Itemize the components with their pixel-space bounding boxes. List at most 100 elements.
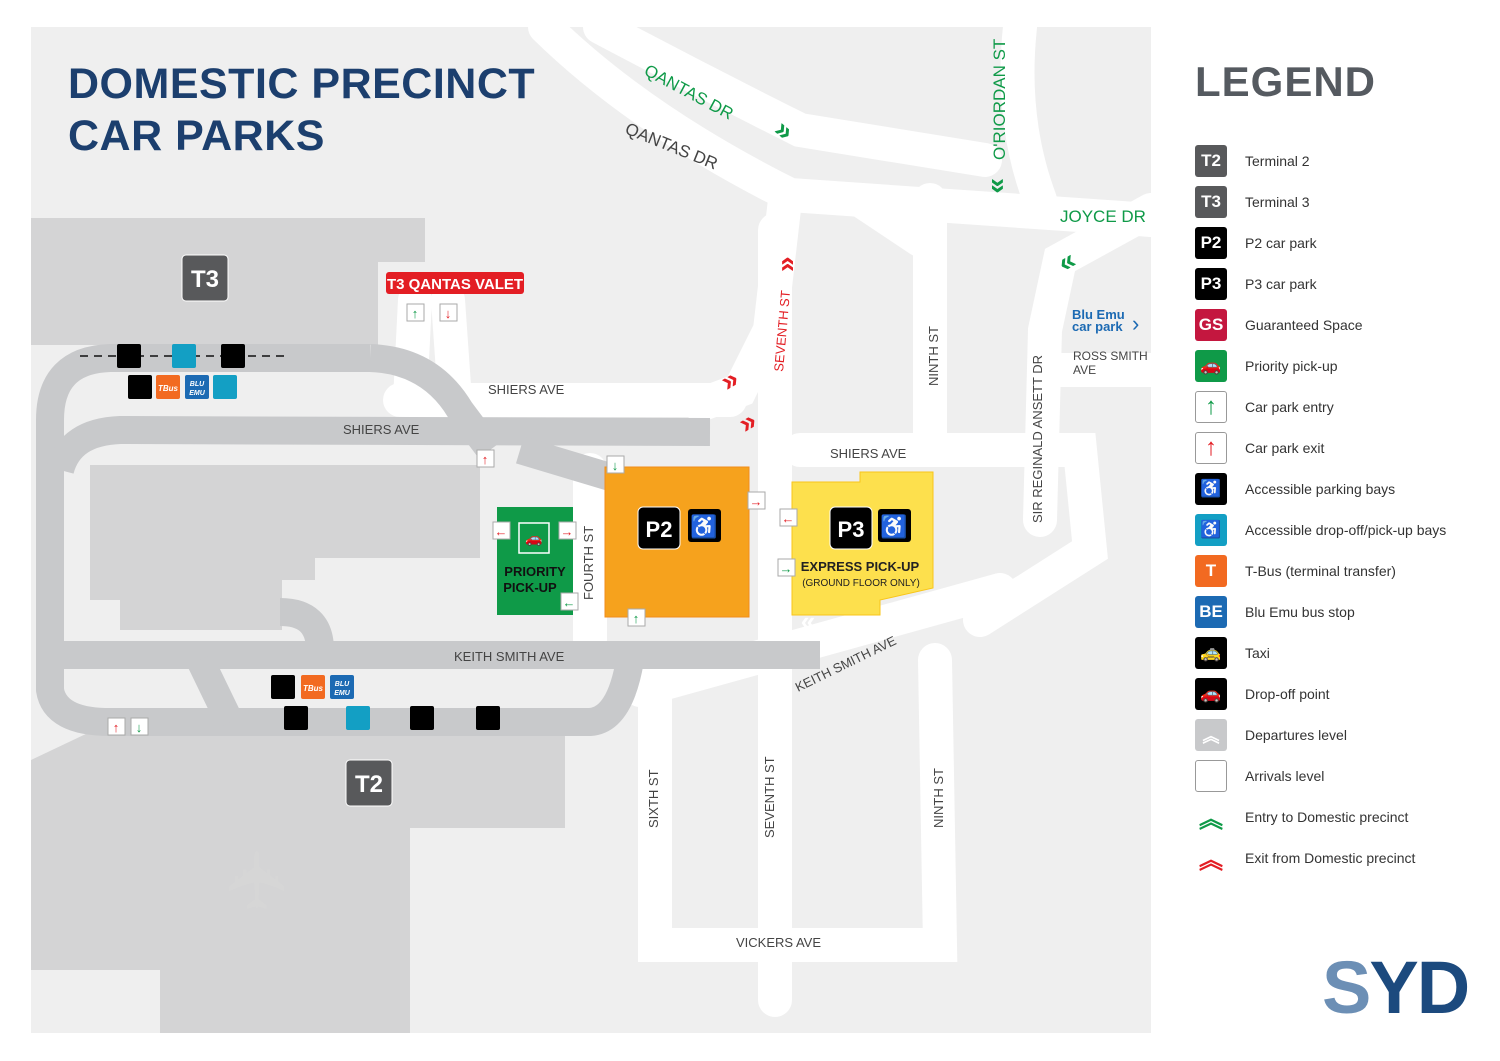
street-label: SIXTH ST (646, 769, 661, 828)
legend-item: ︽Entry to Domestic precinct (1195, 796, 1495, 837)
drop-off-icon: 🚗 (1195, 677, 1227, 710)
svg-text:↑: ↑ (412, 306, 419, 321)
legend-item: BE Blu Emu bus stop (1195, 591, 1495, 632)
t2-building (31, 732, 565, 1033)
svg-text:→: → (750, 494, 763, 509)
street-label: SHIERS AVE (488, 382, 565, 397)
t2-icon: T2 (1195, 144, 1227, 177)
drop-off-icon (476, 706, 500, 730)
chevron-right-icon: › (1132, 311, 1139, 336)
blu-emu-link-line1: Blu Emu (1072, 307, 1125, 322)
street-label: O'RIORDAN ST (990, 39, 1009, 160)
blu-emu-icon-text: BLU (190, 381, 205, 388)
wheelchair-glyph: ♿ (880, 514, 907, 539)
entry-chevron-icon: ︽ (1195, 800, 1227, 833)
car-person-glyph: 🚗 (525, 530, 542, 547)
p3-icon: P3 (1195, 267, 1227, 300)
drop-off-icon (117, 344, 141, 368)
legend-item: 🚗Drop-off point (1195, 673, 1495, 714)
accessible-dropoff-icon: ♿ (1195, 513, 1227, 546)
valet-badge[interactable] (386, 272, 524, 294)
blu-emu-car-park-link[interactable]: Blu Emu car park › (1072, 307, 1139, 336)
p3-label: P3 (838, 517, 865, 542)
accessible-dropoff-icon (346, 706, 370, 730)
tbus-icon (301, 675, 325, 699)
priority-pickup-icon: 🚗 (1195, 349, 1227, 382)
blu-emu-icon-text: EMU (334, 690, 351, 697)
exit-chevron-icon: » (770, 256, 801, 272)
gs-icon: GS (1195, 308, 1227, 341)
legend-label: P2 car park (1245, 234, 1317, 251)
legend-item: ♿Accessible parking bays (1195, 468, 1495, 509)
express-label-1: EXPRESS PICK-UP (801, 559, 920, 574)
wheelchair-glyph: ♿ (690, 514, 717, 539)
legend-label: Car park entry (1245, 398, 1334, 415)
street-label: JOYCE DR (1060, 207, 1146, 226)
blu-emu-icon-text: EMU (189, 390, 206, 397)
arrivals-icon (1195, 759, 1227, 792)
svg-text:↓: ↓ (136, 720, 143, 735)
legend-item: ︽Departures level (1195, 714, 1495, 755)
legend-item: 🚗Priority pick-up (1195, 345, 1495, 386)
title-line-1: DOMESTIC PRECINCT (68, 60, 536, 108)
accessible-dropoff-icon (213, 375, 237, 399)
tbus-icon-text: TBus (158, 384, 179, 393)
legend-label: Taxi (1245, 644, 1270, 661)
blu-emu-icon: BE (1195, 595, 1227, 628)
legend-item: ↑ Car park entry (1195, 386, 1495, 427)
street-label: AVE (1073, 363, 1096, 377)
logo-yd: YD (1369, 946, 1470, 1029)
t2-label: T2 (355, 771, 383, 798)
taxi-icon: 🚕 (1195, 636, 1227, 669)
exit-chevron-icon: ︽ (1195, 841, 1227, 874)
street-label: SEVENTH ST (762, 756, 777, 838)
t3-icon: T3 (1195, 185, 1227, 218)
street-label: NINTH ST (931, 768, 946, 828)
t3-label: T3 (191, 266, 219, 293)
p2-label: P2 (646, 517, 673, 542)
street-label: KEITH SMITH AVE (454, 649, 565, 664)
legend-label: Blu Emu bus stop (1245, 603, 1355, 620)
svg-text:↑: ↑ (482, 452, 489, 467)
street-label: FOURTH ST (581, 526, 596, 600)
taxi-icon (128, 375, 152, 399)
blu-emu-link-line2: car park (1072, 319, 1123, 334)
exit-arrow-icon: ↑ (1195, 431, 1227, 464)
page-title: DOMESTIC PRECINCT CAR PARKS (68, 58, 535, 162)
legend-label: T-Bus (terminal transfer) (1245, 562, 1396, 579)
drop-off-icon (410, 706, 434, 730)
blu-emu-icon (330, 675, 354, 699)
priority-label-1: PRIORITY (504, 564, 566, 579)
svg-text:←: ← (782, 511, 795, 526)
legend-label: Accessible drop-off/pick-up bays (1245, 521, 1447, 538)
street-label: VICKERS AVE (736, 935, 821, 950)
entry-arrow-icon: ↑ (1195, 390, 1227, 423)
svg-text:←: ← (563, 595, 576, 610)
legend-item: ︽Exit from Domestic precinct (1195, 837, 1495, 878)
accessible-dropoff-icon (172, 344, 196, 368)
svg-text:↑: ↑ (113, 720, 120, 735)
accessible-icon (878, 509, 911, 542)
accessible-icon (688, 509, 721, 542)
t3-badge (181, 254, 229, 302)
blu-emu-icon (185, 375, 209, 399)
car-park-arrows: ↑ ↓ ↑ ↓ ← → ← ↑ → ← → ↑ ↓ (107, 303, 798, 736)
street-label: SEVENTH ST (771, 290, 793, 373)
drop-off-icon (221, 344, 245, 368)
t3-service-icons: TBus BLU EMU (80, 344, 285, 399)
legend-title: LEGEND (1195, 58, 1377, 105)
title-line-2: CAR PARKS (68, 112, 325, 160)
priority-label-2: PICK-UP (503, 580, 557, 595)
street-label: SHIERS AVE (830, 446, 907, 461)
valet-label: T3 QANTAS VALET (387, 276, 523, 293)
street-label: SHIERS AVE (343, 422, 420, 437)
entry-chevron-icon: » (984, 178, 1015, 194)
legend-label: Terminal 3 (1245, 193, 1310, 210)
legend-label: Accessible parking bays (1245, 480, 1396, 497)
legend-item: ♿ Accessible drop-off/pick-up bays (1195, 509, 1495, 550)
